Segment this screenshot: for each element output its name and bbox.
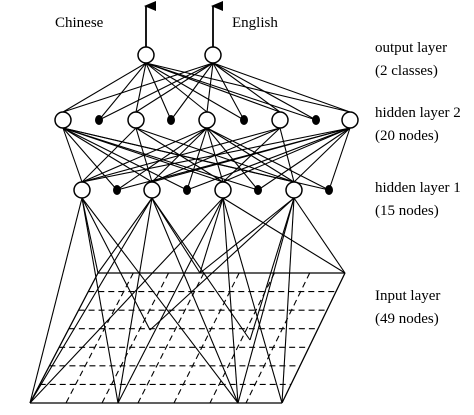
output-label-english: English <box>232 15 278 31</box>
connection-line <box>29 197 153 404</box>
grid-column-line <box>173 272 240 404</box>
connection-line <box>81 197 151 331</box>
output-layer-size: (2 classes) <box>375 63 438 79</box>
ellipsis-dot <box>95 115 103 125</box>
connection-line <box>212 62 245 121</box>
input-to-hidden1-connections <box>29 197 346 404</box>
hidden-layer-1-size: (15 nodes) <box>375 203 439 219</box>
connection-line <box>293 127 351 183</box>
connection-line <box>293 197 346 274</box>
connection-line <box>81 127 137 183</box>
connection-line <box>81 197 119 404</box>
grid-column-line <box>65 272 134 404</box>
input-layer-title: Input layer <box>375 288 440 304</box>
hidden2-to-output-connections <box>62 62 351 121</box>
connection-line <box>281 197 295 404</box>
connection-line <box>145 62 317 121</box>
hidden-1-node <box>143 181 161 199</box>
ellipsis-dot <box>240 115 248 125</box>
hidden-layer-1-nodes <box>73 181 303 199</box>
hidden-layer-2-size: (20 nodes) <box>375 128 439 144</box>
output-node <box>137 46 155 64</box>
input-grid <box>29 272 346 404</box>
ellipsis-dot <box>113 185 121 195</box>
connection-line <box>199 197 295 274</box>
connection-line <box>206 127 330 191</box>
connection-line <box>151 197 251 341</box>
hidden-2-node <box>271 111 289 129</box>
connection-line <box>222 197 239 404</box>
connection-line <box>62 127 118 191</box>
output-layer-title: output layer <box>375 40 447 56</box>
connection-line <box>62 127 330 191</box>
connection-line <box>199 197 224 274</box>
connection-line <box>279 127 295 183</box>
connection-line <box>237 197 295 404</box>
connection-line <box>206 127 259 191</box>
connection-line <box>145 62 245 121</box>
connection-line <box>257 127 351 191</box>
hidden-layer-1-title: hidden layer 1 <box>375 180 461 196</box>
connection-line <box>145 62 208 113</box>
output-node <box>204 46 222 64</box>
ellipsis-dot <box>183 185 191 195</box>
connection-line <box>97 197 153 274</box>
connection-line <box>29 197 224 404</box>
output-label-chinese: Chinese <box>55 15 104 31</box>
connection-line <box>62 127 153 183</box>
grid-column-line <box>281 272 346 404</box>
connection-line <box>135 62 147 113</box>
connection-line <box>81 197 99 274</box>
connection-line <box>145 62 351 113</box>
ellipsis-dot <box>254 185 262 195</box>
connection-line <box>145 62 281 113</box>
connection-line <box>62 127 188 191</box>
hidden-2-node <box>127 111 145 129</box>
connection-line <box>135 62 214 113</box>
connection-line <box>135 127 295 183</box>
input-layer-size: (49 nodes) <box>375 311 439 327</box>
connection-line <box>222 197 346 274</box>
connection-line <box>206 62 214 113</box>
connection-line <box>145 62 172 121</box>
hidden-2-node <box>54 111 72 129</box>
connection-line <box>62 127 83 183</box>
ellipsis-dot <box>325 185 333 195</box>
hidden-layer-2-nodes <box>54 111 359 129</box>
grid-column-line <box>137 272 205 404</box>
grid-column-line <box>29 272 99 404</box>
ellipsis-dot <box>312 115 320 125</box>
connection-line <box>170 62 214 121</box>
connection-line <box>62 127 259 191</box>
connection-line <box>116 127 351 191</box>
grid-column-line <box>245 272 311 404</box>
connection-line <box>62 62 147 113</box>
hidden1-to-hidden2-connections <box>62 127 351 191</box>
connection-line <box>62 62 214 113</box>
connection-line <box>328 127 351 191</box>
ellipsis-dot <box>167 115 175 125</box>
connection-line <box>98 62 147 121</box>
connection-line <box>29 197 83 404</box>
connection-line <box>151 197 239 404</box>
hidden-2-node <box>198 111 216 129</box>
hidden-2-node <box>341 111 359 129</box>
connection-line <box>222 197 283 404</box>
grid-column-line <box>101 272 170 404</box>
hidden-1-node <box>214 181 232 199</box>
connection-line <box>81 197 239 404</box>
connection-line <box>98 62 214 121</box>
ellipsis-dots <box>95 115 333 195</box>
hidden-1-node <box>285 181 303 199</box>
hidden-1-node <box>73 181 91 199</box>
output-layer-nodes <box>137 46 222 64</box>
connection-line <box>117 197 224 404</box>
connection-line <box>212 62 351 113</box>
connection-line <box>249 197 295 341</box>
hidden-layer-2-title: hidden layer 2 <box>375 105 461 121</box>
connection-line <box>212 62 317 121</box>
connection-line <box>149 197 295 331</box>
